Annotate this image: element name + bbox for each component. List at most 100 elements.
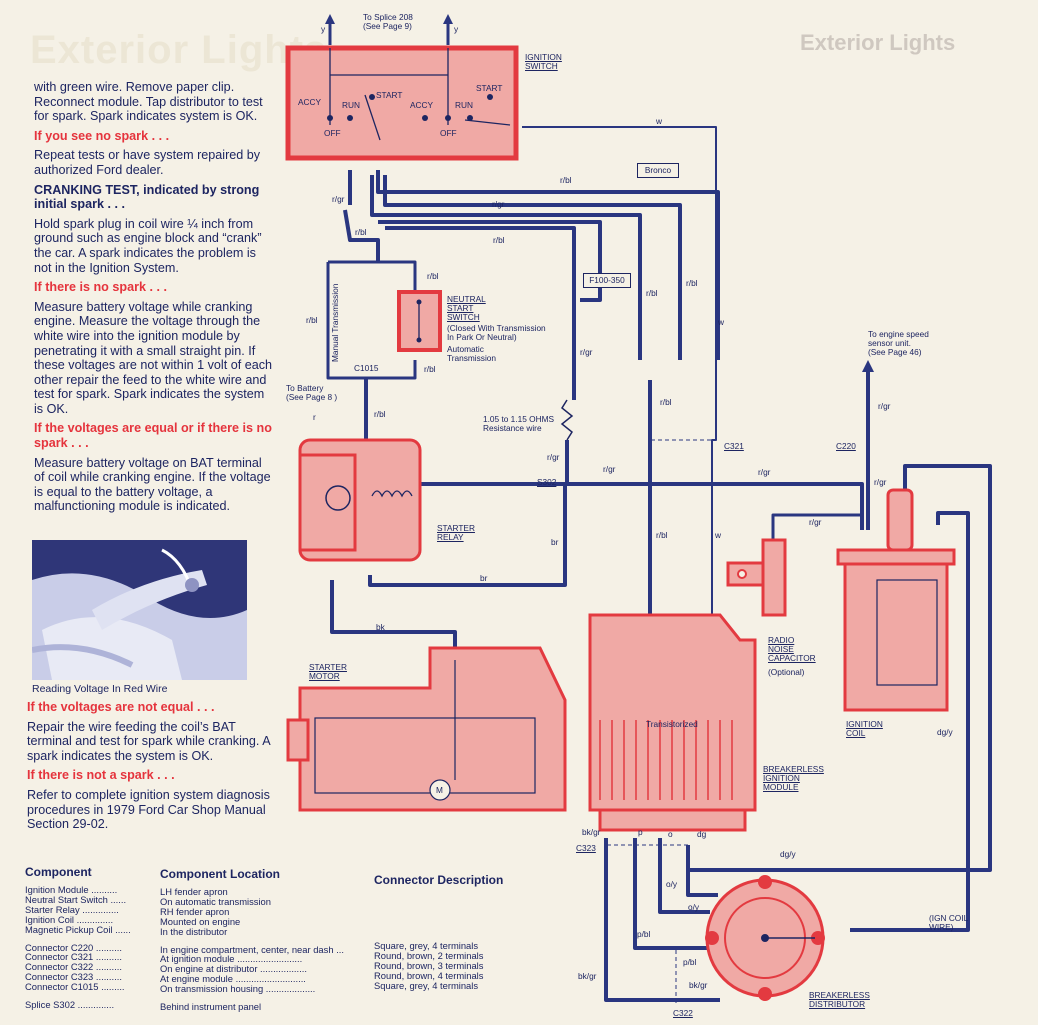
label-wire-r-bl: r/bl: [660, 397, 672, 407]
label-wire-r-gr: r/gr: [492, 199, 505, 209]
label-breakerless-ignition: IGNITION: [763, 773, 800, 783]
wire-r-gr-resistance: [385, 226, 576, 400]
label-wire-r-bl: r/bl: [686, 278, 698, 288]
table-cell: RH fender apron: [160, 905, 230, 917]
table-header-connector: Connector Description: [374, 873, 504, 887]
label-wire-bk-gr: bk/gr: [582, 827, 601, 837]
label-manual-transmission: Manual Transmission: [330, 283, 340, 362]
table-cell: Round, brown, 3 terminals: [374, 959, 484, 971]
wire-bk: [330, 580, 457, 660]
wire-o-y: [658, 838, 710, 914]
label-neutral-switch: SWITCH: [447, 312, 480, 322]
label-off: OFF: [440, 128, 457, 138]
table-cell: Square, grey, 4 terminals: [374, 979, 479, 991]
label-wire-r-gr: r/gr: [878, 401, 891, 411]
instruction-para: Measure battery voltage while cranking e…: [34, 299, 273, 416]
label-wire-r-gr: r/gr: [603, 464, 616, 474]
label-ign-coil-wire: (IGN COIL: [929, 913, 969, 923]
label-radio-capacitor: CAPACITOR: [768, 653, 816, 663]
label-see-page46: (See Page 46): [868, 347, 922, 357]
label-c1015: C1015: [354, 363, 379, 373]
label-to-splice: To Splice 208: [363, 12, 413, 22]
table-cell: At ignition module .....................…: [160, 953, 303, 965]
label-transmission: Transmission: [447, 353, 497, 363]
label-c220: C220: [836, 441, 856, 451]
label-ignition-coil: IGNITION: [846, 719, 883, 729]
label-wire-r-gr: r/gr: [758, 467, 771, 477]
wire-dg-dist: [686, 850, 718, 897]
label-c323: C323: [576, 843, 596, 853]
instruction-para: with green wire. Remove paper clip. Reco…: [34, 80, 263, 124]
label-wire-w: w: [718, 317, 724, 327]
label-wire-o: o: [668, 829, 673, 839]
voltage-photo: [32, 540, 247, 680]
table-cell: Connector C323 ..........: [25, 971, 122, 983]
label-s302: S302: [537, 477, 557, 487]
wire-r-gr-2: [378, 220, 602, 302]
instruction-para: Repair the wire feeding the coil’s BAT t…: [27, 719, 270, 763]
wire-r-bl-left: [343, 209, 380, 262]
label-start: START: [476, 83, 503, 93]
label-wire-r-gr: r/gr: [809, 517, 822, 527]
ignition-switch-box: [285, 45, 519, 161]
table-cell: Square, grey, 4 terminals: [374, 940, 479, 951]
label-bronco: Bronco: [637, 163, 679, 178]
wire-r-gr-cap: [771, 513, 860, 540]
label-wire-r-bl: r/bl: [646, 288, 658, 298]
breakerless-distributor-shape: [705, 875, 825, 1001]
label-to-battery: To Battery: [286, 383, 324, 393]
label-wire-p: p: [638, 827, 643, 837]
label-wire-bk-gr: bk/gr: [689, 980, 708, 990]
wire-ign-coil: [850, 511, 970, 932]
label-wire-dg-y: dg/y: [937, 727, 953, 737]
label-sensor: sensor unit.: [868, 338, 911, 348]
table-cell: Connector C321 ..........: [25, 951, 122, 963]
instruction-heading: If the voltages are equal or if there is…: [34, 421, 272, 451]
label-in-park: In Park Or Neutral): [447, 332, 517, 342]
wire-bk-gr: [604, 838, 720, 1002]
wire-p-bl: [633, 838, 715, 950]
label-wire-dg: dg: [697, 829, 707, 839]
table-cell: On automatic transmission: [160, 895, 271, 907]
wire-r-gr-s302-right: [567, 482, 864, 530]
label-radio: RADIO: [768, 635, 795, 645]
instructions-text: with green wire. Remove paper clip. Reco…: [34, 80, 274, 519]
table-cell: Round, brown, 4 terminals: [374, 969, 484, 981]
label-wire-o-y: o/y: [666, 879, 678, 889]
label-starter-motor-2: MOTOR: [309, 671, 340, 681]
label-ignition-switch: IGNITION: [525, 52, 562, 62]
label-wire-r-bl: r/bl: [560, 175, 572, 185]
table-cell: Mounted on engine: [160, 915, 241, 927]
label-c321: C321: [724, 441, 744, 451]
starter-relay-shape: [298, 438, 422, 562]
label-wire-y: y: [454, 24, 459, 34]
label-radio-noise: NOISE: [768, 644, 794, 654]
component-list: Component Ignition Module .......... Neu…: [25, 865, 160, 1010]
label-ign-coil-wire-2: WIRE): [929, 922, 954, 932]
label-neutral-start: START: [447, 303, 474, 313]
label-breakerless-dist: BREAKERLESS: [809, 990, 870, 1000]
table-cell: On transmission housing ................…: [160, 983, 316, 995]
label-wire-bk-gr: bk/gr: [578, 971, 597, 981]
label-wire-r-bl: r/bl: [427, 271, 439, 281]
label-closed-with: (Closed With Transmission: [447, 323, 546, 333]
label-resistance-wire: Resistance wire: [483, 423, 542, 433]
label-wire-r-gr: r/gr: [874, 477, 887, 487]
label-wire-r-bl: r/bl: [656, 530, 668, 540]
label-to-engine: To engine speed: [868, 329, 929, 339]
table-cell: Round, brown, 2 terminals: [374, 949, 484, 961]
table-cell: Connector C322 ..........: [25, 961, 122, 973]
label-wire-p-bl: p/bl: [637, 929, 651, 939]
wire-w: [522, 126, 717, 615]
label-wire-p-bl: p/bl: [683, 957, 697, 967]
ignition-coil-shape: [836, 488, 956, 712]
ghost-heading: Exterior Lights: [30, 28, 328, 72]
table-cell: Splice S302 ..............: [25, 999, 115, 1011]
table-cell: In engine compartment, center, near dash…: [160, 943, 344, 955]
location-list: Component Location LH fender apron On au…: [160, 867, 370, 1012]
table-cell: Ignition Module ..........: [25, 884, 118, 895]
instruction-para: Repeat tests or have system repaired by …: [34, 148, 261, 177]
table-cell: At engine module .......................…: [160, 973, 306, 985]
instruction-heading: If there is no spark . . .: [34, 280, 167, 295]
